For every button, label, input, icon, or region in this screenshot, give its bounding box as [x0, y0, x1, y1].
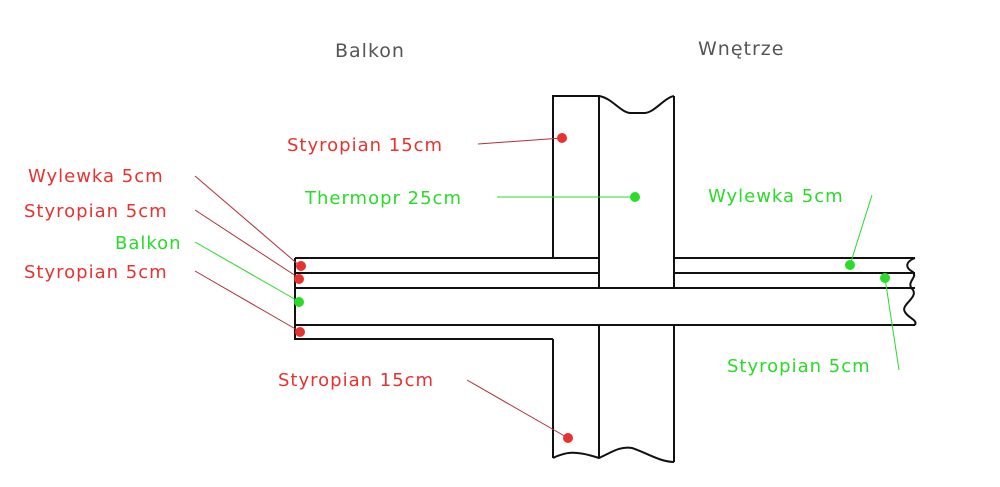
- label-styro-top: Styropian 15cm: [287, 135, 443, 156]
- label-styro-bottom: Styropian 15cm: [278, 370, 434, 391]
- slab-break: [903, 257, 917, 326]
- marker-balkon: [294, 297, 304, 307]
- marker-styro-left1: [294, 274, 304, 284]
- title-interior: Wnętrze: [698, 38, 784, 60]
- marker-wylewka-right: [845, 260, 855, 270]
- wall-insulation-bottom: [552, 325, 600, 458]
- wall-insulation-top: [552, 95, 600, 258]
- structure-outline: [294, 95, 917, 463]
- marker-styro-left2: [295, 327, 305, 337]
- marker-styro-top: [557, 133, 567, 143]
- markers: [294, 133, 890, 443]
- title-balcony: Balkon: [335, 40, 405, 62]
- wall-break-top: [598, 95, 675, 114]
- marker-styro-right: [880, 273, 890, 283]
- label-wylewka-right: Wylewka 5cm: [708, 186, 844, 207]
- wall-break-bottom: [552, 446, 675, 463]
- thermopr-wall: [598, 96, 675, 462]
- marker-wylewka-left: [296, 261, 306, 271]
- marker-styro-bottom: [563, 433, 573, 443]
- label-balkon: Balkon: [115, 233, 182, 254]
- label-styro-right: Styropian 5cm: [727, 356, 871, 377]
- leader-lines: [194, 137, 900, 439]
- slab: [295, 287, 915, 326]
- label-wylewka-left: Wylewka 5cm: [28, 166, 164, 187]
- label-styro-left2: Styropian 5cm: [24, 262, 168, 283]
- label-thermopr: Thermopr 25cm: [304, 188, 462, 209]
- balcony-layers: [294, 257, 599, 340]
- marker-thermopr: [630, 192, 640, 202]
- label-styro-left1: Styropian 5cm: [24, 201, 168, 222]
- interior-layers: [674, 257, 915, 274]
